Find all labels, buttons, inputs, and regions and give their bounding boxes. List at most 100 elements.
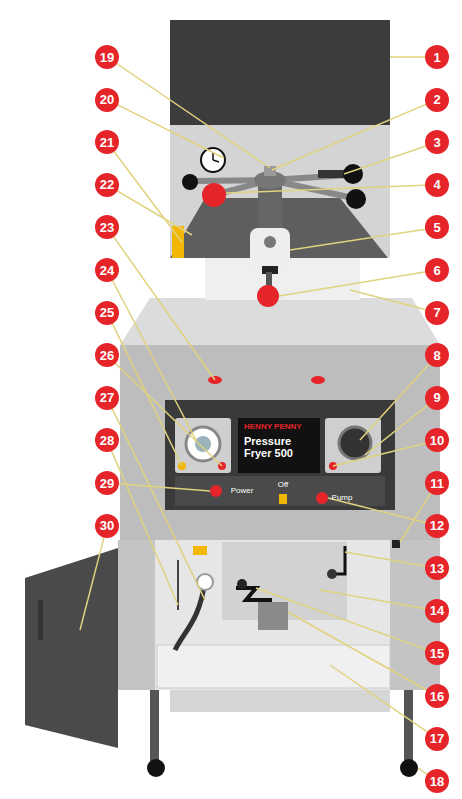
callout-number: 16 [425,684,449,708]
leader-line [107,227,215,380]
callout-number: 26 [95,343,119,367]
leader-line [107,270,196,440]
callout-number: 25 [95,301,119,325]
callout-number: 22 [95,173,119,197]
fryer-legs [404,690,413,762]
leader-line [107,57,270,168]
callout-number: 15 [425,641,449,665]
leader-line [107,355,222,466]
leader-line [256,588,437,653]
hose [175,546,213,650]
leader-line [350,290,437,313]
hood [170,20,390,257]
cabinet [170,690,390,712]
display-panel: HENNY PENNY Pressure Fryer 500 [238,418,320,473]
leader-line [107,100,224,158]
leader-line [328,498,437,526]
leader-line [290,227,437,250]
pump-pipe [327,536,400,579]
drain-valve [236,588,272,600]
leader-line [320,590,437,611]
callout-number: 23 [95,215,119,239]
callout-number: 10 [425,428,449,452]
callout-number: 19 [95,45,119,69]
fryer-body [120,298,440,540]
cabinet [118,540,440,712]
gauge-clock [201,148,225,172]
control-label: Pump [332,494,353,502]
model-name: Pressure Fryer 500 [244,435,314,460]
indicator-light [311,376,325,384]
fryer-legs [150,690,413,762]
fryer-door [38,600,43,640]
leader-line [226,185,437,193]
callout-number: 24 [95,258,119,282]
callout-number: 20 [95,88,119,112]
callout-number: 1 [425,45,449,69]
callout-number: 13 [425,556,449,580]
lid-arms [182,174,198,190]
control-panel [165,400,395,510]
drain-valve [236,579,288,630]
drain-valve [237,579,247,589]
leader-line [80,526,107,630]
hose [193,546,207,555]
hood [170,20,390,125]
lid-arms [202,183,226,207]
callout-number: 7 [425,301,449,325]
callout-number: 11 [425,471,449,495]
callout-number: 18 [425,769,449,793]
fryer-door [25,548,118,748]
brand-name: HENNY PENNY [244,423,314,432]
fryer-door [25,548,118,748]
switch-buttons [210,485,328,504]
callout-number: 2 [425,88,449,112]
lid-spindle [264,236,276,248]
lid-arms [346,189,366,209]
fryer-legs [150,690,159,762]
control-label: Off [278,481,289,489]
caster-wheel [147,759,418,777]
leader-line [330,665,437,739]
callout-number: 28 [95,428,119,452]
callout-number: 9 [425,386,449,410]
callout-number: 3 [425,130,449,154]
lid-spindle [250,228,290,268]
gauge-clock [213,160,219,162]
caster-wheel [147,759,165,777]
leader-line [288,612,437,696]
pressure-gauge [195,436,211,452]
leader-line [344,142,437,174]
control-label: Power [231,487,254,495]
callout-number: 6 [425,258,449,282]
leader-line [333,440,437,466]
pump-pipe [327,569,337,579]
pressure-gauge [175,418,231,473]
callout-number: 21 [95,130,119,154]
pressure-gauge [175,418,231,473]
leader-line [272,100,437,170]
callout-number: 8 [425,343,449,367]
leader-line [107,483,210,491]
callout-number: 14 [425,599,449,623]
callout-number: 12 [425,514,449,538]
lid-spindle [250,186,290,307]
switch-buttons [316,492,328,504]
callout-number: 27 [95,386,119,410]
fryer-body [120,345,440,540]
leader-line [107,185,192,235]
lid-spindle [257,285,279,307]
fryer-body [120,298,440,345]
callout-number: 30 [95,514,119,538]
lid-arms [318,170,344,178]
callout-number: 4 [425,173,449,197]
callout-number: 29 [95,471,119,495]
switch-buttons [279,494,287,504]
callout-number: 5 [425,215,449,239]
switch-buttons [210,485,222,497]
drain-valve [258,602,288,630]
cabinet [155,540,390,690]
caster-wheel [400,759,418,777]
